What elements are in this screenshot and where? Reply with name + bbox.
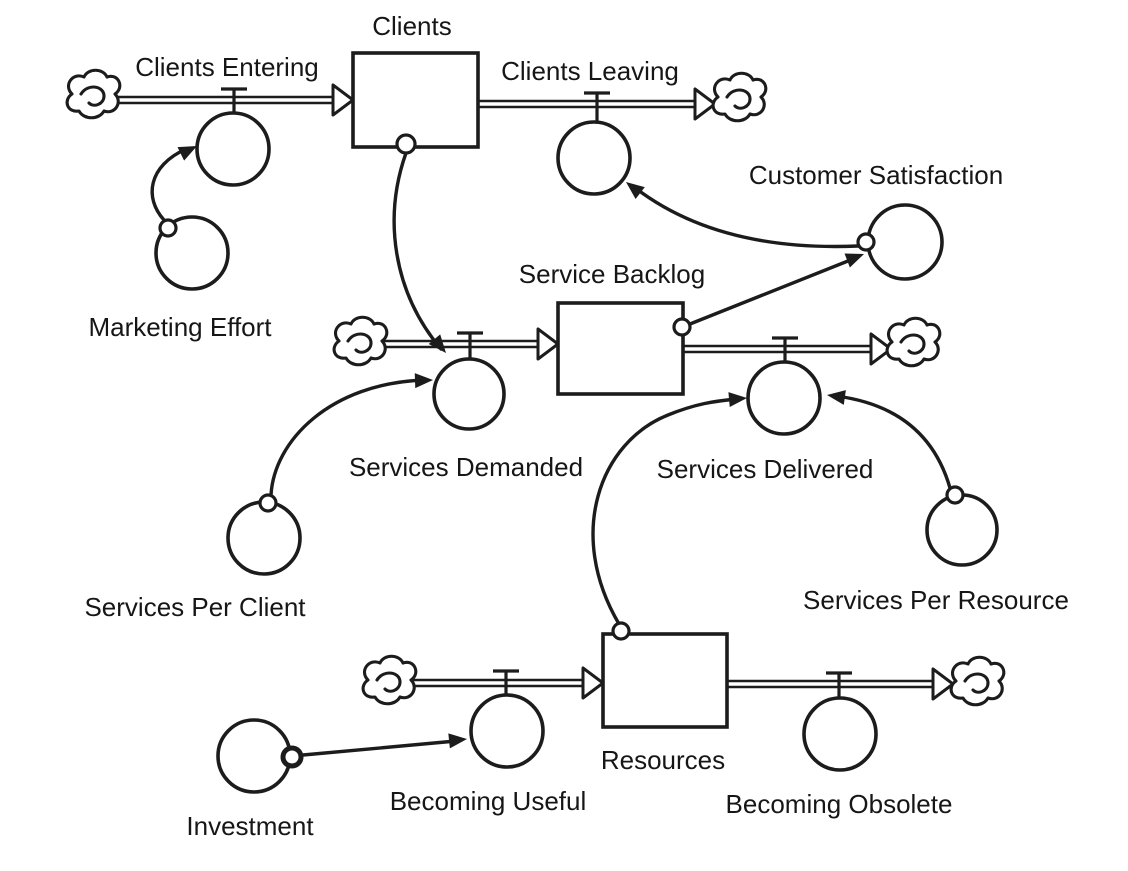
connector-origin-dot <box>258 493 278 513</box>
flow-regulator-clients-leaving <box>556 120 632 196</box>
stock-resources <box>601 632 729 729</box>
connector-origin-dot <box>280 745 304 769</box>
connector-curve <box>269 378 427 497</box>
connector-origin-dot <box>856 232 876 252</box>
flow-clients-leaving-label: Clients Leaving <box>501 56 679 86</box>
stock-service-backlog-label: Service Backlog <box>519 259 705 289</box>
converter-marketing-effort-label: Marketing Effort <box>88 312 272 342</box>
converter-investment-label: Investment <box>186 811 314 841</box>
flow-becoming-obsolete-label: Becoming Obsolete <box>726 789 953 819</box>
connector-service-backlog-to-customer-satisfaction <box>672 246 867 337</box>
converter-services-per-client <box>226 500 302 576</box>
connector-curve <box>591 397 740 626</box>
connector-curve <box>632 185 860 249</box>
source-cloud-icon <box>332 315 389 367</box>
flow-becoming-useful <box>408 666 605 769</box>
flow-becoming-obsolete <box>727 667 955 772</box>
converter-services-per-resource <box>925 493 999 567</box>
connector-customer-satisfaction-to-clients-leaving <box>621 176 876 252</box>
flow-regulator-becoming-useful <box>469 693 545 769</box>
valve-icon <box>457 331 483 359</box>
connector-clients-to-services-demanded <box>392 133 452 358</box>
connector-investment-to-becoming-useful <box>280 731 468 769</box>
stock-resources-label: Resources <box>601 745 725 775</box>
valve-icon <box>584 91 610 122</box>
sink-cloud-icon <box>711 71 768 123</box>
flow-services-demanded <box>378 327 560 431</box>
valve-icon <box>826 671 852 698</box>
flow-regulator-clients-entering <box>195 111 271 187</box>
converter-customer-satisfaction <box>866 203 944 281</box>
source-cloud-icon <box>65 68 122 120</box>
flow-services-delivered <box>683 332 893 436</box>
converter-customer-satisfaction-label: Customer Satisfaction <box>749 160 1003 190</box>
connector-services-per-resource-to-services-delivered <box>825 387 965 505</box>
connector-services-per-client-to-services-demanded <box>258 372 434 513</box>
connector-curve <box>834 394 952 490</box>
stock-clients <box>351 51 480 149</box>
flow-regulator-services-demanded <box>432 357 506 431</box>
sink-cloud-icon <box>949 655 1006 707</box>
valve-icon <box>772 336 798 362</box>
flow-regulator-services-delivered <box>746 360 822 436</box>
flow-clients-entering <box>106 83 355 187</box>
flow-clients-entering-label: Clients Entering <box>135 52 319 82</box>
connector-line <box>301 739 458 757</box>
flow-becoming-useful-label: Becoming Useful <box>390 786 587 816</box>
converter-investment <box>216 718 292 794</box>
converter-services-per-resource-label: Services Per Resource <box>803 585 1069 615</box>
connector-resources-to-services-delivered <box>591 390 748 641</box>
sink-cloud-icon <box>885 316 942 368</box>
connector-origin-dot <box>611 621 631 641</box>
stock-service-backlog <box>556 301 685 396</box>
source-cloud-icon <box>361 654 418 706</box>
connector-line <box>688 257 855 326</box>
flow-clients-leaving <box>478 87 717 196</box>
valve-icon <box>493 669 519 695</box>
connector-origin-dot <box>945 485 965 505</box>
connector-curve <box>392 151 443 351</box>
flow-regulator-becoming-obsolete <box>802 696 878 772</box>
connector-origin-dot <box>158 218 178 238</box>
stock-clients-label: Clients <box>372 11 451 41</box>
valve-icon <box>221 87 247 113</box>
connector-marketing-effort-to-clients-entering <box>150 139 201 238</box>
connector-origin-dot <box>395 133 417 155</box>
flow-services-delivered-label: Services Delivered <box>657 454 874 484</box>
connector-curve <box>150 147 188 222</box>
flow-services-demanded-label: Services Demanded <box>349 452 583 482</box>
converter-services-per-client-label: Services Per Client <box>84 592 306 622</box>
connector-origin-dot <box>672 317 692 337</box>
